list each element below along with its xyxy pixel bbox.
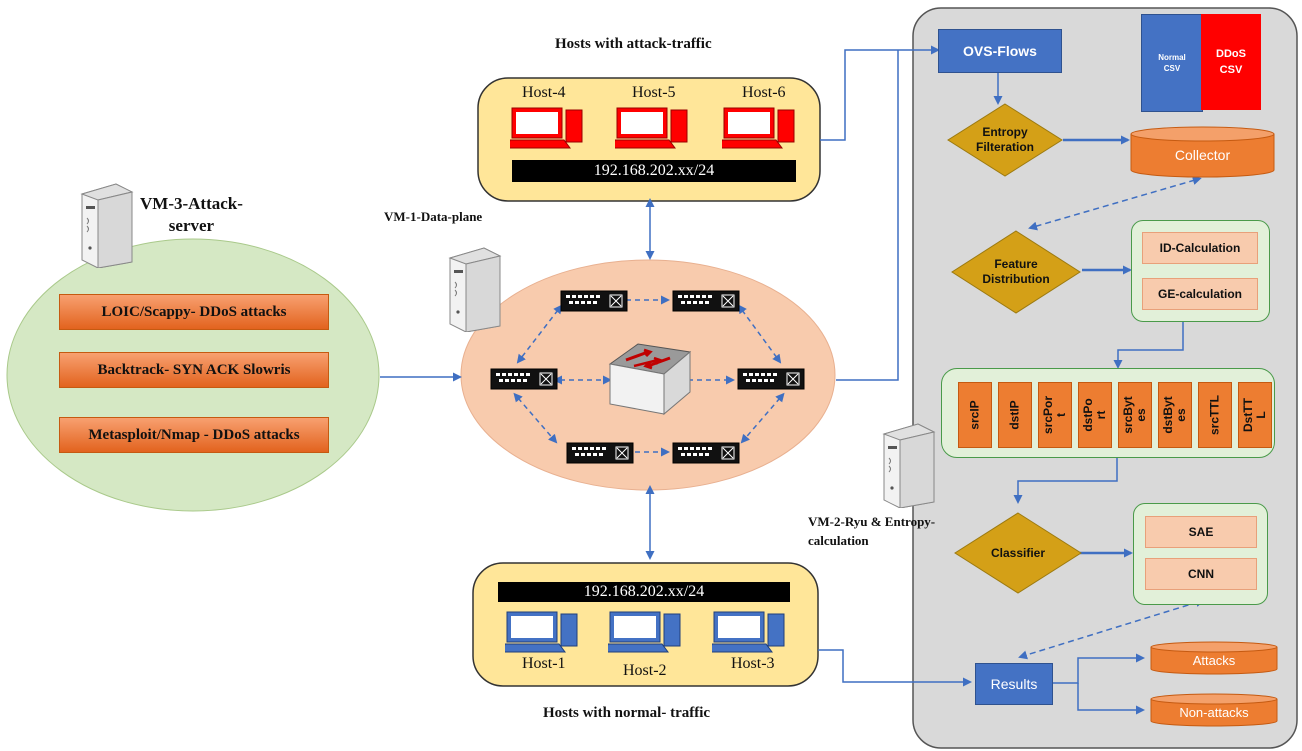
attack-tool-backtrack: Backtrack- SYN ACK Slowris [59, 352, 329, 388]
entropy-diamond: Entropy Filteration [947, 103, 1063, 177]
server-icon [448, 247, 502, 332]
feature-src-ttl: srcTTL [1198, 382, 1232, 448]
switch-icon [566, 442, 634, 464]
host-label: Host-4 [522, 84, 566, 101]
host-label: Host-3 [731, 655, 775, 672]
attack-tool-metasploit: Metasploit/Nmap - DDoS attacks [59, 417, 329, 453]
host-label: Host-6 [742, 84, 786, 101]
attack-pc-icon [510, 107, 583, 149]
attacks-cylinder: Attacks [1150, 641, 1278, 675]
attack-pc-icon [722, 107, 795, 149]
feature-src-port: srcPor t [1038, 382, 1072, 448]
collector-cylinder: Collector [1130, 126, 1275, 178]
ge-calculation-box: GE-calculation [1142, 278, 1258, 310]
ovs-flows-box: OVS-Flows [938, 29, 1062, 73]
feature-src-ip: srcIP [958, 382, 992, 448]
entropy-label: Entropy Filteration [975, 125, 1034, 154]
switch-icon [490, 368, 558, 390]
host-label: Host-1 [522, 655, 566, 672]
normal-hosts-title: Hosts with normal- traffic [543, 705, 711, 721]
server-icon [80, 183, 134, 268]
feature-src-bytes: srcByt es [1118, 382, 1152, 448]
ddos-csv-box: DDoS CSV [1201, 14, 1261, 110]
non-attacks-label: Non-attacks [1179, 704, 1249, 720]
feature-distribution-label: Feature Distribution [982, 257, 1050, 286]
classifier-diamond: Classifier [954, 512, 1082, 594]
feature-distribution-diamond: Feature Distribution [951, 230, 1081, 314]
feature-dst-ip: dstIP [998, 382, 1032, 448]
normal-pc-icon [505, 611, 578, 653]
collector-label: Collector [1174, 147, 1231, 163]
cnn-box: CNN [1145, 558, 1257, 590]
switch-icon [672, 290, 740, 312]
attack-hosts-title: Hosts with attack-traffic [555, 36, 712, 52]
subnet-bar-normal: 192.168.202.xx/24 [498, 582, 790, 602]
host-label: Host-5 [632, 84, 676, 101]
normal-pc-icon [608, 611, 681, 653]
attacks-label: Attacks [1192, 652, 1236, 668]
sae-box: SAE [1145, 516, 1257, 548]
classifier-label: Classifier [990, 545, 1046, 560]
switch-icon [560, 290, 628, 312]
results-box: Results [975, 663, 1053, 705]
attack-pc-icon [615, 107, 688, 149]
normal-pc-icon [712, 611, 785, 653]
switch-icon [672, 442, 740, 464]
feature-dst-port: dstPo rt [1078, 382, 1112, 448]
feature-dst-ttl: DstTT L [1238, 382, 1272, 448]
id-calculation-box: ID-Calculation [1142, 232, 1258, 264]
normal-csv-box: Normal CSV [1141, 14, 1203, 112]
core-switch-icon [608, 343, 692, 416]
switch-icon [737, 368, 805, 390]
non-attacks-cylinder: Non-attacks [1150, 693, 1278, 727]
server-icon [882, 423, 936, 508]
vm2-label: VM-2-Ryu & Entropy- calculation [808, 514, 936, 548]
vm3-label: VM-3-Attack- server [140, 194, 243, 235]
subnet-bar-attack: 192.168.202.xx/24 [512, 160, 796, 182]
attack-tool-loic: LOIC/Scappy- DDoS attacks [59, 294, 329, 330]
feature-dst-bytes: dstByt es [1158, 382, 1192, 448]
vm1-label: VM-1-Data-plane [384, 209, 483, 224]
host-label: Host-2 [623, 662, 667, 679]
